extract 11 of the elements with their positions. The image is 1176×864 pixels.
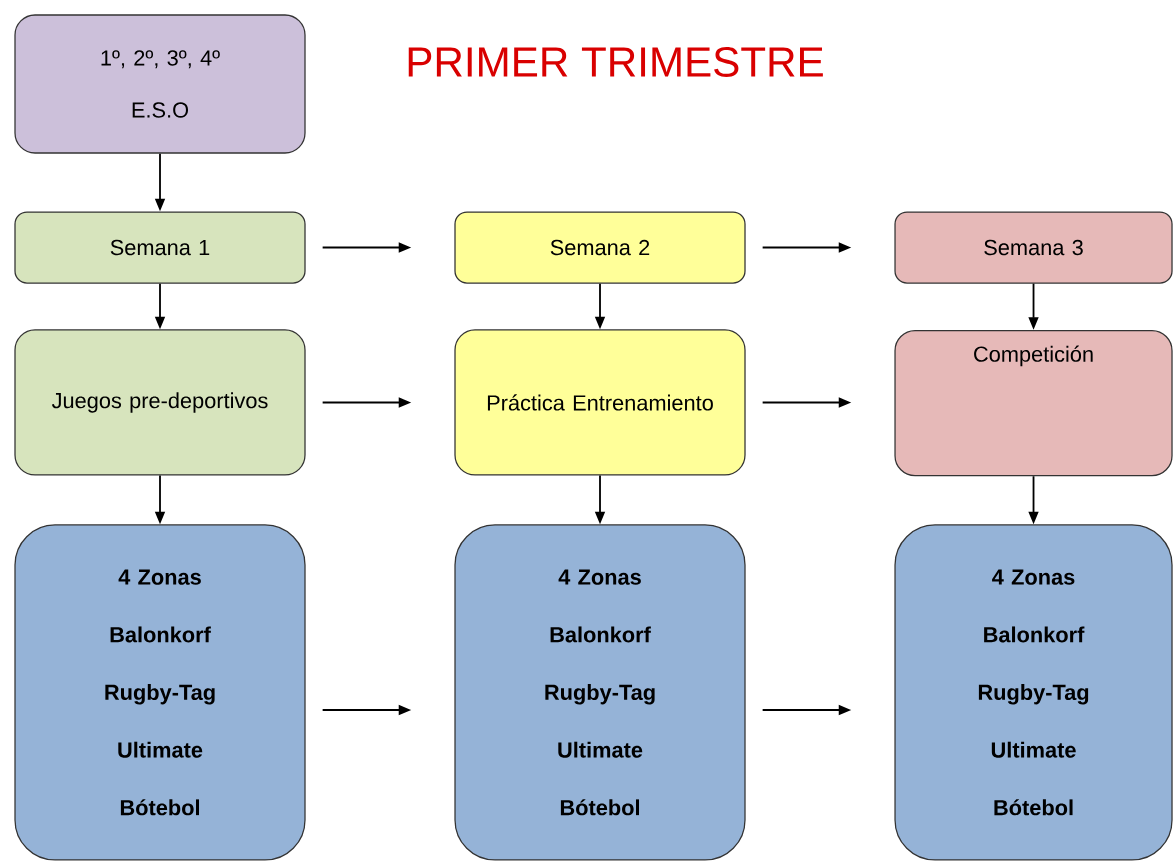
activity-box: Competición	[894, 330, 1173, 477]
week-box: Semana 2	[454, 211, 746, 284]
sports-box: 4 Zonas Balonkorf Rugby-Tag Ultimate Bótebol	[454, 524, 746, 861]
sports-box: 4 Zonas Balonkorf Rugby-Tag Ultimate Bótebol	[14, 524, 306, 861]
title: PRIMER TRIMESTRE	[408, 47, 823, 77]
activity-box: Juegos pre-deportivos	[14, 329, 306, 476]
week-box: Semana 3	[894, 211, 1173, 284]
activity-box: Práctica Entrenamiento	[454, 329, 746, 476]
week-box: Semana 1	[14, 211, 306, 284]
group-box: 1º, 2º, 3º, 4º E.S.O	[14, 14, 306, 154]
sports-box: 4 Zonas Balonkorf Rugby-Tag Ultimate Bótebol	[894, 524, 1173, 861]
